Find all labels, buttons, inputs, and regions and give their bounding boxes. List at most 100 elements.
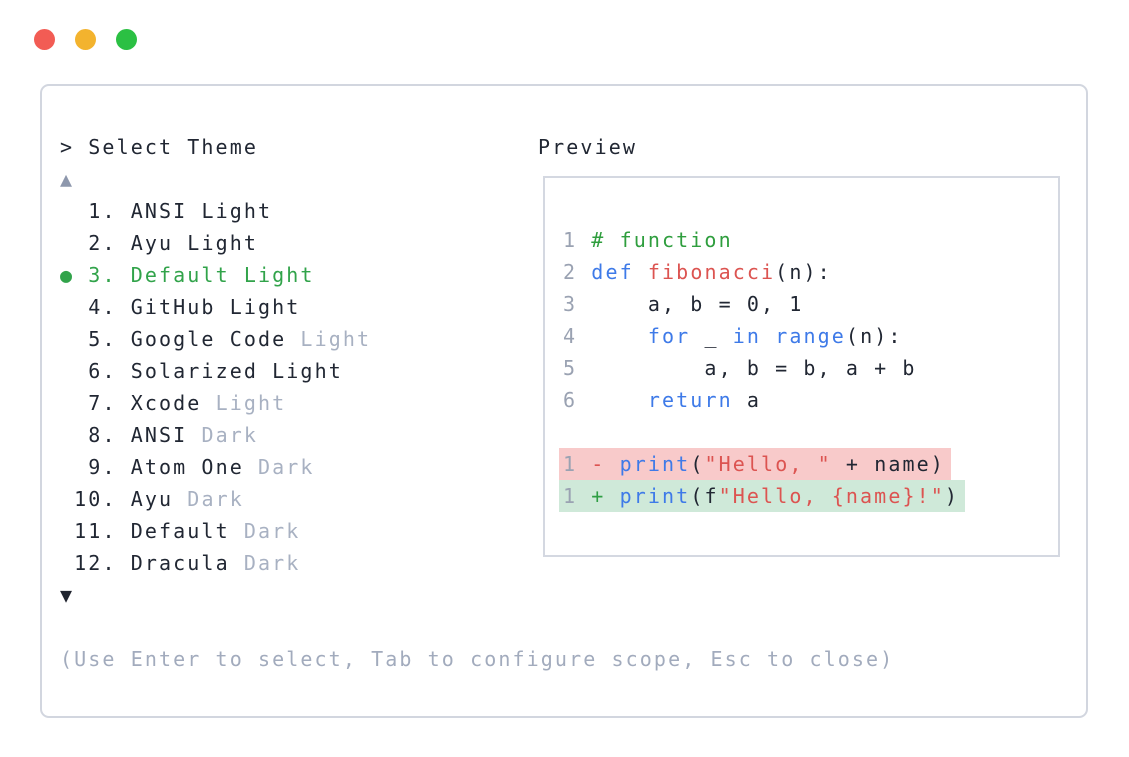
code-line: 1 # function bbox=[563, 224, 1058, 256]
code-token bbox=[634, 260, 648, 284]
theme-item-label: 12. Dracula bbox=[74, 551, 244, 575]
code-line-content: 1 + print(f"Hello, {name}!") bbox=[559, 480, 966, 512]
keyboard-hints: (Use Enter to select, Tab to configure s… bbox=[60, 647, 895, 671]
marker-space bbox=[60, 359, 74, 383]
theme-list-item[interactable]: 1. ANSI Light bbox=[60, 195, 894, 227]
minimize-button[interactable] bbox=[75, 29, 96, 50]
code-token bbox=[761, 324, 775, 348]
code-token: (n): bbox=[845, 324, 903, 348]
code-line: 4 for _ in range(n): bbox=[563, 320, 1058, 352]
code-token-comment: # function bbox=[591, 228, 733, 252]
theme-item-variant: Dark bbox=[258, 455, 315, 479]
code-token: (n): bbox=[775, 260, 832, 284]
code-line-content: 4 for _ in range(n): bbox=[559, 320, 909, 352]
marker-space bbox=[60, 391, 74, 415]
marker-space bbox=[60, 519, 74, 543]
theme-list-item[interactable]: 7. Xcode Light bbox=[60, 387, 894, 419]
theme-list-item[interactable]: 9. Atom One Dark bbox=[60, 451, 894, 483]
code-token-keyword: in bbox=[732, 324, 762, 348]
line-number: 1 bbox=[563, 228, 592, 252]
theme-item-label: 1. ANSI bbox=[74, 199, 202, 223]
line-number: 1 bbox=[563, 484, 592, 508]
code-token bbox=[605, 484, 619, 508]
code-line-content: 6 return a bbox=[559, 384, 767, 416]
window-controls bbox=[34, 29, 137, 50]
close-button[interactable] bbox=[34, 29, 55, 50]
code-line-content: 1 - print("Hello, " + name) bbox=[559, 448, 951, 480]
scroll-up-icon[interactable]: ▲ bbox=[60, 167, 75, 191]
line-number: 5 bbox=[563, 356, 592, 380]
code-token-function: fibonacci bbox=[647, 260, 776, 284]
marker-space bbox=[60, 487, 74, 511]
preview-label: Preview bbox=[538, 135, 637, 159]
theme-item-variant: Light bbox=[243, 263, 315, 287]
diff-added-line: 1 + print(f"Hello, {name}!") bbox=[559, 480, 1058, 512]
marker-space bbox=[60, 455, 74, 479]
code-token: _ bbox=[690, 324, 733, 348]
line-number: 3 bbox=[563, 292, 592, 316]
code-token bbox=[591, 324, 648, 348]
code-line: 6 return a bbox=[563, 384, 1058, 416]
code-token: ) bbox=[944, 484, 960, 508]
zoom-button[interactable] bbox=[116, 29, 137, 50]
theme-item-variant: Light bbox=[229, 295, 301, 319]
code-token: (f bbox=[690, 484, 719, 508]
theme-item-label: 3. Default bbox=[74, 263, 244, 287]
theme-item-label: 9. Atom One bbox=[74, 455, 258, 479]
theme-list-item[interactable]: 8. ANSI Dark bbox=[60, 419, 894, 451]
select-theme-prompt: > Select Theme bbox=[60, 135, 258, 159]
code-token: a, b = b, a + b bbox=[591, 356, 917, 380]
theme-list-item[interactable]: 11. Default Dark bbox=[60, 515, 894, 547]
code-token-keyword: print bbox=[619, 452, 691, 476]
theme-selector-left-column: > Select Theme ▲ 1. ANSI Light 2. Ayu Li… bbox=[60, 131, 894, 675]
code-line-content: 1 # function bbox=[559, 224, 739, 256]
theme-item-label: 7. Xcode bbox=[74, 391, 216, 415]
theme-item-label: 8. ANSI bbox=[74, 423, 202, 447]
code-token-string: "Hello, {name}!" bbox=[718, 484, 945, 508]
selected-theme-dot-icon: ● bbox=[60, 263, 75, 287]
code-line-content: 2 def fibonacci(n): bbox=[559, 256, 838, 288]
code-token-keyword: range bbox=[775, 324, 846, 348]
theme-item-label: 2. Ayu bbox=[74, 231, 188, 255]
marker-space bbox=[60, 551, 74, 575]
theme-item-label: 4. GitHub bbox=[74, 295, 230, 319]
marker-space bbox=[60, 199, 74, 223]
marker-space bbox=[60, 327, 74, 351]
theme-list: 1. ANSI Light 2. Ayu Light● 3. Default L… bbox=[60, 195, 894, 579]
theme-list-item[interactable]: 2. Ayu Light bbox=[60, 227, 894, 259]
line-number: 2 bbox=[563, 260, 592, 284]
marker-space bbox=[60, 295, 74, 319]
code-line-content: 5 a, b = b, a + b bbox=[559, 352, 923, 384]
code-token-string: "Hello, " bbox=[704, 452, 832, 476]
theme-list-item[interactable]: 12. Dracula Dark bbox=[60, 547, 894, 579]
code-line-content: 3 a, b = 0, 1 bbox=[559, 288, 809, 320]
line-number: 4 bbox=[563, 324, 592, 348]
code-token: a, b = 0, 1 bbox=[591, 292, 804, 316]
theme-list-item[interactable]: 5. Google Code Light bbox=[60, 323, 894, 355]
code-blank-line bbox=[563, 416, 1058, 448]
theme-item-variant: Dark bbox=[187, 487, 244, 511]
theme-item-variant: Light bbox=[201, 199, 273, 223]
theme-list-item[interactable]: 6. Solarized Light bbox=[60, 355, 894, 387]
theme-item-label: 11. Default bbox=[74, 519, 244, 543]
marker-space bbox=[60, 231, 74, 255]
code-token-removed: - bbox=[591, 452, 606, 476]
diff-removed-line: 1 - print("Hello, " + name) bbox=[559, 448, 1058, 480]
scroll-down-icon[interactable]: ▼ bbox=[60, 583, 75, 607]
code-line: 2 def fibonacci(n): bbox=[563, 256, 1058, 288]
theme-list-item[interactable]: 4. GitHub Light bbox=[60, 291, 894, 323]
code-token-keyword: print bbox=[619, 484, 691, 508]
code-token bbox=[591, 388, 648, 412]
code-token-keyword: return bbox=[647, 388, 733, 412]
theme-item-variant: Dark bbox=[201, 423, 259, 447]
theme-item-label: 6. Solarized bbox=[74, 359, 273, 383]
code-token: + name) bbox=[831, 452, 945, 476]
theme-item-variant: Dark bbox=[243, 551, 301, 575]
theme-item-variant: Light bbox=[300, 327, 372, 351]
theme-list-item[interactable]: ● 3. Default Light bbox=[60, 259, 894, 291]
line-number: 1 bbox=[563, 452, 592, 476]
theme-item-label: 5. Google Code bbox=[74, 327, 301, 351]
code-line: 3 a, b = 0, 1 bbox=[563, 288, 1058, 320]
theme-list-item[interactable]: 10. Ayu Dark bbox=[60, 483, 894, 515]
